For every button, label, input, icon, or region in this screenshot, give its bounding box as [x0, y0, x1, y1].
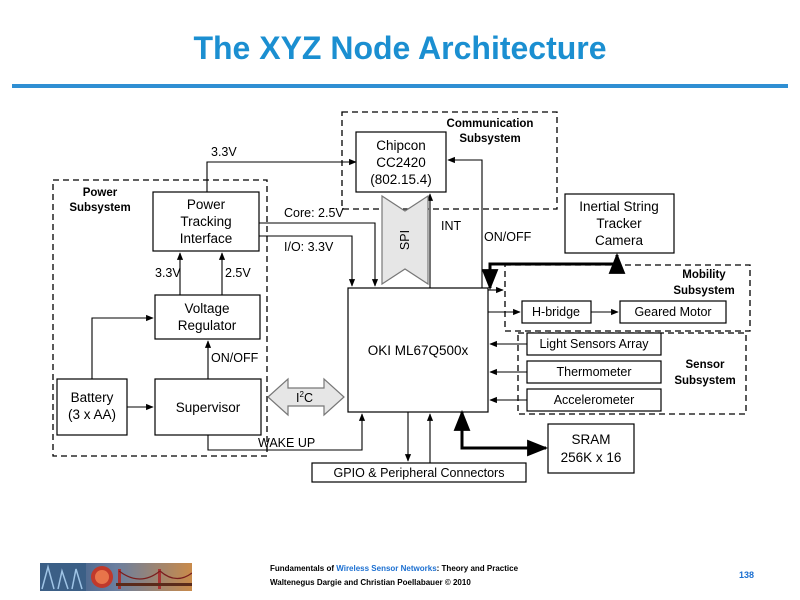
label-wake-up: WAKE UP	[258, 436, 315, 450]
label-i2c: I2C	[296, 390, 313, 405]
mcu-block	[347, 287, 489, 413]
label-on-off-supervisor: ON/OFF	[211, 351, 259, 365]
gpio-block	[311, 462, 527, 483]
chipcon-label-2: CC2420	[376, 155, 426, 170]
label-int: INT	[441, 219, 462, 233]
voltage-regulator-block	[154, 294, 261, 340]
footer-prefix: Fundamentals of	[270, 564, 337, 573]
page-number: 138	[738, 570, 754, 580]
i2c-arrow	[267, 377, 345, 417]
thermometer-label: Thermometer	[556, 365, 631, 379]
mobility-subsystem-label: Mobility	[682, 269, 726, 281]
line-wake-up	[207, 413, 366, 451]
power-tracking-label-2: Tracking	[180, 214, 231, 229]
label-3v3-top: 3.3V	[211, 145, 237, 159]
battery-block	[56, 378, 128, 436]
camera-block	[564, 193, 675, 254]
sensor-subsystem-label-2: Subsystem	[674, 375, 735, 387]
voltage-regulator-label-2: Regulator	[178, 318, 237, 333]
camera-label-1: Inertial String	[579, 199, 659, 214]
power-subsystem-box	[52, 179, 268, 457]
line-core	[259, 222, 379, 287]
light-sensors-label: Light Sensors Array	[539, 337, 649, 351]
supervisor-label: Supervisor	[176, 400, 241, 415]
sensor-subsystem-label: Sensor	[686, 359, 726, 371]
power-tracking-block	[152, 191, 260, 252]
line-sram-bus	[453, 409, 549, 457]
slide-title: The XYZ Node Architecture	[193, 30, 607, 66]
battery-label-1: Battery	[71, 390, 114, 405]
chipcon-label-1: Chipcon	[376, 138, 426, 153]
sram-label-2: 256K x 16	[561, 450, 622, 465]
hbridge-label: H-bridge	[532, 305, 580, 319]
communication-subsystem-box	[341, 111, 558, 210]
mobility-subsystem-box	[504, 264, 751, 332]
chipcon-block	[355, 131, 447, 193]
sram-label-1: SRAM	[571, 432, 610, 447]
line-io	[259, 235, 356, 287]
label-2v5: 2.5V	[225, 266, 251, 280]
communication-subsystem-label-2: Subsystem	[459, 133, 520, 145]
geared-motor-label: Geared Motor	[634, 305, 711, 319]
geared-motor-block	[619, 300, 727, 324]
battery-label-2: (3 x AA)	[68, 407, 116, 422]
spi-arrow	[381, 194, 429, 286]
power-tracking-label-3: Interface	[180, 231, 233, 246]
label-core: Core: 2.5V	[284, 206, 344, 220]
camera-label-3: Camera	[595, 233, 644, 248]
label-on-off-comm: ON/OFF	[484, 230, 532, 244]
footer-book-title: Wireless Sensor Networks	[336, 564, 437, 573]
line-camera-bus	[481, 252, 626, 291]
footer-authors: Waltenegus Dargie and Christian Poellaba…	[270, 578, 471, 587]
line-3v3-top	[206, 158, 357, 192]
line-on-off-comm	[447, 156, 483, 288]
communication-subsystem-label: Communication	[447, 118, 534, 130]
power-subsystem-label: Power	[83, 187, 118, 199]
label-spi: SPI	[398, 230, 412, 250]
gpio-label: GPIO & Peripheral Connectors	[334, 466, 505, 480]
footer-suffix: : Theory and Practice	[436, 564, 519, 573]
line-battery-regulator	[91, 314, 154, 379]
sram-block	[547, 423, 635, 474]
supervisor-block	[154, 378, 262, 436]
title-rule	[12, 84, 788, 88]
chipcon-label-3: (802.15.4)	[370, 172, 432, 187]
mobility-subsystem-label-2: Subsystem	[673, 285, 734, 297]
footer-banner-image	[40, 563, 192, 591]
label-io: I/O: 3.3V	[284, 240, 334, 254]
camera-label-2: Tracker	[596, 216, 642, 231]
label-3v3-left: 3.3V	[155, 266, 181, 280]
voltage-regulator-label-1: Voltage	[184, 301, 229, 316]
mcu-label: OKI ML67Q500x	[368, 343, 469, 358]
power-subsystem-label-2: Subsystem	[69, 202, 130, 214]
accelerometer-label: Accelerometer	[554, 393, 635, 407]
power-tracking-label-1: Power	[187, 197, 226, 212]
footer-citation: Fundamentals of Wireless Sensor Networks…	[270, 564, 518, 573]
